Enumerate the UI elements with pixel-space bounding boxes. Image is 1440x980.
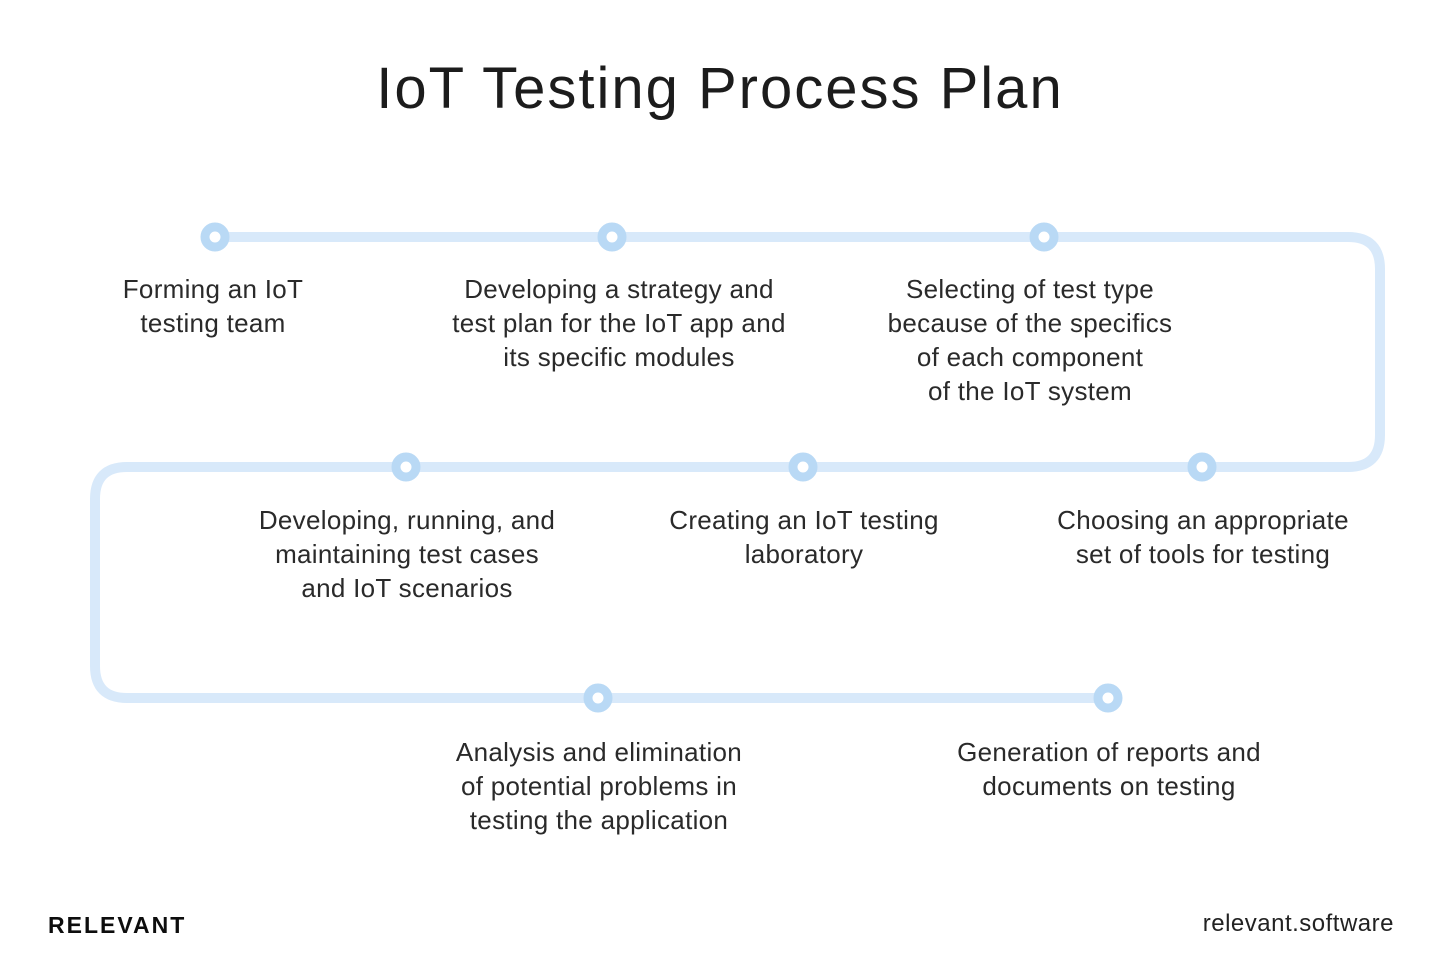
timeline-dot-7 xyxy=(583,683,613,713)
step-2-label: Developing a strategy and test plan for … xyxy=(452,274,786,372)
step-5-label: Creating an IoT testing laboratory xyxy=(669,505,939,569)
timeline-path xyxy=(90,232,1385,703)
relevant-logo: RELEVANT xyxy=(48,912,187,938)
page-title: IoT Testing Process Plan xyxy=(376,56,1064,121)
step-1-label: Forming an IoT testing team xyxy=(122,274,304,338)
timeline-dot-4 xyxy=(391,452,421,482)
timeline-dot-1 xyxy=(200,222,230,252)
website-text: relevant.software xyxy=(1202,910,1394,937)
step-3-label: Selecting of test type because of the sp… xyxy=(887,274,1173,406)
timeline-dot-6 xyxy=(1187,452,1217,482)
timeline-dot-3 xyxy=(1029,222,1059,252)
timeline-dot-2 xyxy=(597,222,627,252)
step-8-label: Generation of reports and documents on t… xyxy=(957,737,1261,801)
timeline-dot-8 xyxy=(1093,683,1123,713)
step-4-label: Developing, running, and maintaining tes… xyxy=(258,505,556,603)
step-7-label: Analysis and elimination of potential pr… xyxy=(455,737,743,835)
timeline-dot-5 xyxy=(788,452,818,482)
step-6-label: Choosing an appropriate set of tools for… xyxy=(1057,505,1349,569)
